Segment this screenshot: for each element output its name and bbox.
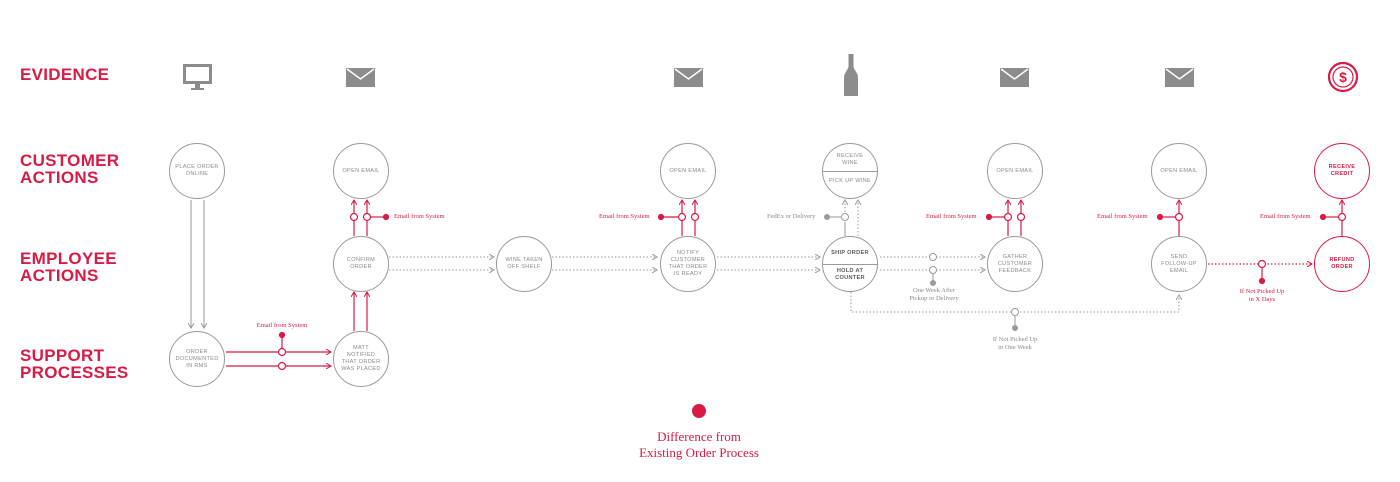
row-label-line: SUPPORT xyxy=(20,346,105,365)
note-email-from-system: Email from System xyxy=(926,213,977,220)
row-label-line: ACTIONS xyxy=(20,266,99,285)
note-email-from-system: Email from System xyxy=(256,322,308,329)
row-label-evidence: EVIDENCE xyxy=(20,66,109,83)
edge-confirm-to-shelf xyxy=(389,257,494,270)
edge-confirm-to-email1 xyxy=(349,200,390,236)
edge-followup-to-email4 xyxy=(1156,200,1184,236)
note-line: If Not Picked Up xyxy=(1239,288,1285,295)
wine-bottle-icon xyxy=(844,54,858,96)
envelope-icon xyxy=(1165,68,1194,87)
node-label: CONFIRM ORDER xyxy=(346,257,376,270)
node-open-email-3: OPEN EMAIL xyxy=(987,143,1043,199)
node-label: SHIP ORDER xyxy=(831,249,869,256)
node-label: PICK UP WINE xyxy=(828,178,872,185)
node-label: PLACE ORDER ONLINE xyxy=(175,164,219,177)
node-label: OPEN EMAIL xyxy=(996,167,1034,174)
note-if-not-picked-up-one-week: If Not Picked Up in One Week xyxy=(993,336,1038,352)
svg-text:$: $ xyxy=(1339,69,1347,85)
node-receive-credit: RECEIVE CREDIT xyxy=(1314,143,1370,199)
node-label: WINE TAKEN OFF SHELF xyxy=(505,257,543,270)
envelope-icon xyxy=(1000,68,1029,87)
node-label: SEND FOLLOW-UP EMAIL xyxy=(1161,253,1197,274)
node-label: OPEN EMAIL xyxy=(669,167,707,174)
edge-matt-to-confirm xyxy=(354,292,367,331)
note-email-from-system: Email from System xyxy=(1260,213,1311,220)
node-wine-taken-off-shelf: WINE TAKEN OFF SHELF xyxy=(496,236,552,292)
node-half-ship-order: SHIP ORDER xyxy=(823,237,877,265)
note-line: Pickup or Delivery xyxy=(909,295,959,302)
envelope-icon xyxy=(346,68,375,87)
row-label-support-processes: SUPPORT PROCESSES xyxy=(20,347,129,381)
legend-label: Difference from Existing Order Process xyxy=(639,429,759,461)
legend-dot xyxy=(692,404,706,418)
row-label-line: PROCESSES xyxy=(20,363,129,382)
node-half-hold-at-counter: HOLD AT COUNTER xyxy=(823,265,877,292)
node-label: MATT NOTIFIED THAT ORDER WAS PLACED xyxy=(341,345,381,372)
edge-refund-to-credit xyxy=(1319,200,1347,236)
note-line: in One Week xyxy=(998,344,1032,351)
node-half-receive-wine: RECEIVE WINE xyxy=(823,144,877,172)
row-label-line: CUSTOMER xyxy=(20,151,120,170)
computer-monitor-icon xyxy=(183,64,212,90)
edge-ship-to-receive xyxy=(824,200,859,236)
edge-followup-to-refund xyxy=(1208,259,1312,285)
edge-shelf-to-notify xyxy=(552,257,657,270)
node-label: OPEN EMAIL xyxy=(342,167,380,174)
row-label-customer-actions: CUSTOMER ACTIONS xyxy=(20,152,119,186)
node-label: NOTIFY CUSTOMER THAT ORDER IS READY xyxy=(668,250,708,277)
node-refund-order: REFUND ORDER xyxy=(1314,236,1370,292)
note-line: If Not Picked Up xyxy=(992,336,1038,343)
node-open-email-2: OPEN EMAIL xyxy=(660,143,716,199)
legend-line: Existing Order Process xyxy=(639,445,759,460)
row-label-line: ACTIONS xyxy=(20,168,99,187)
legend-line: Difference from xyxy=(657,429,741,444)
node-label: RECEIVE WINE xyxy=(836,153,864,167)
node-half-pick-up-wine: PICK UP WINE xyxy=(823,172,877,199)
node-confirm-order: CONFIRM ORDER xyxy=(333,236,389,292)
envelope-icon xyxy=(674,68,703,87)
note-fedex-or-delivery: FedEx or Delivery xyxy=(767,213,816,220)
edge-one-week-marker xyxy=(929,253,937,286)
node-label: RECEIVE CREDIT xyxy=(1328,164,1356,177)
note-email-from-system: Email from System xyxy=(394,213,445,220)
edge-gather-to-email3 xyxy=(985,200,1026,236)
node-matt-notified: MATT NOTIFIED THAT ORDER WAS PLACED xyxy=(333,331,389,387)
edge-place-to-documented xyxy=(191,200,204,328)
node-send-follow-up: SEND FOLLOW-UP EMAIL xyxy=(1151,236,1207,292)
row-label-employee-actions: EMPLOYEE ACTIONS xyxy=(20,250,117,284)
node-gather-feedback: GATHER CUSTOMER FEEDBACK xyxy=(987,236,1043,292)
edge-notify-to-email2 xyxy=(657,200,700,236)
node-open-email-1: OPEN EMAIL xyxy=(333,143,389,199)
note-line: One Week After xyxy=(913,287,955,294)
node-notify-customer: NOTIFY CUSTOMER THAT ORDER IS READY xyxy=(660,236,716,292)
dollar-coin-icon: $ xyxy=(1327,61,1359,93)
node-label: REFUND ORDER xyxy=(1329,257,1355,270)
node-label: HOLD AT COUNTER xyxy=(835,267,865,281)
row-label-line: EMPLOYEE xyxy=(20,249,117,268)
note-line: in X Days xyxy=(1248,296,1276,303)
note-one-week-after: One Week After Pickup or Delivery xyxy=(909,287,958,303)
node-ship-hold-order: SHIP ORDER HOLD AT COUNTER xyxy=(822,236,878,292)
node-open-email-4: OPEN EMAIL xyxy=(1151,143,1207,199)
note-email-from-system: Email from System xyxy=(599,213,650,220)
edge-notify-to-ship xyxy=(717,257,820,270)
edge-documented-to-matt xyxy=(226,331,331,371)
node-label: OPEN EMAIL xyxy=(1160,167,1198,174)
node-label: GATHER CUSTOMER FEEDBACK xyxy=(997,253,1033,274)
node-label: ORDER DOCUMENTED IN RMS xyxy=(175,348,219,369)
node-receive-pickup-wine: RECEIVE WINE PICK UP WINE xyxy=(822,143,878,199)
node-order-documented: ORDER DOCUMENTED IN RMS xyxy=(169,331,225,387)
note-email-from-system: Email from System xyxy=(1097,213,1148,220)
note-if-not-picked-up-x-days: If Not Picked Up in X Days xyxy=(1240,288,1285,304)
edge-ship-to-followup xyxy=(850,292,1179,331)
row-label-line: EVIDENCE xyxy=(20,65,110,84)
node-place-order: PLACE ORDER ONLINE xyxy=(169,143,225,199)
